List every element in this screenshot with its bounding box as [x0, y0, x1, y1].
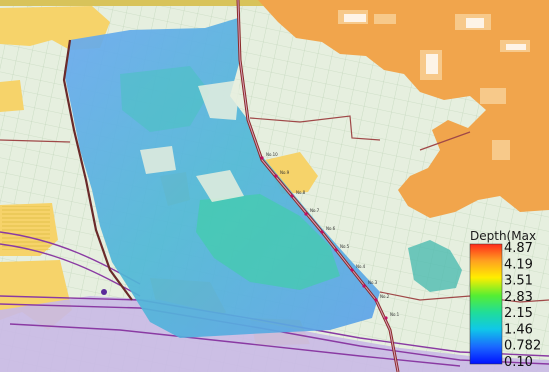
depth-legend: Depth(Max 4.874.19 3.512.832.151.46 0.7820… [469, 229, 541, 370]
flood-gaps [140, 80, 244, 202]
legend-tick-label: 4.19 [504, 257, 533, 272]
station-label-no2: No.2 [380, 294, 390, 299]
forest-area [258, 0, 549, 218]
station-label-no5: No.5 [340, 244, 350, 249]
forest-white-patches [344, 14, 526, 74]
flood-mid-zone [120, 66, 210, 132]
legend-tick-label: 0.782 [504, 339, 541, 354]
station-label-no7: No.7 [310, 208, 320, 213]
station-label-no10: No.10 [266, 152, 278, 157]
station-label-no8: No.8 [296, 190, 306, 195]
station-label-no9: No.9 [280, 170, 290, 175]
legend-tick-label: 2.83 [504, 290, 533, 305]
legend-title: Depth(Max [470, 229, 536, 243]
flood-deep-zone [196, 194, 340, 290]
station-labels: No.10 No.9 No.8 No.7 No.6 No.5 No.4 No.3… [266, 152, 400, 317]
flood-pond-east [408, 240, 462, 292]
legend-tick-label: 0.10 [504, 355, 533, 370]
hatched-zone [2, 206, 50, 250]
legend-tick-label: 2.15 [504, 306, 533, 321]
station-label-no3: No.3 [368, 280, 378, 285]
station-label-no1: No.1 [390, 312, 400, 317]
station-label-no4: No.4 [356, 264, 366, 269]
legend-tick-label: 3.51 [504, 274, 533, 289]
legend-tick-label: 4.87 [504, 241, 533, 256]
legend-colorbar [469, 243, 503, 365]
station-markers [101, 156, 388, 320]
station-label-no6: No.6 [326, 226, 336, 231]
left-road [62, 39, 133, 301]
legend-tick-label: 1.46 [504, 322, 533, 337]
